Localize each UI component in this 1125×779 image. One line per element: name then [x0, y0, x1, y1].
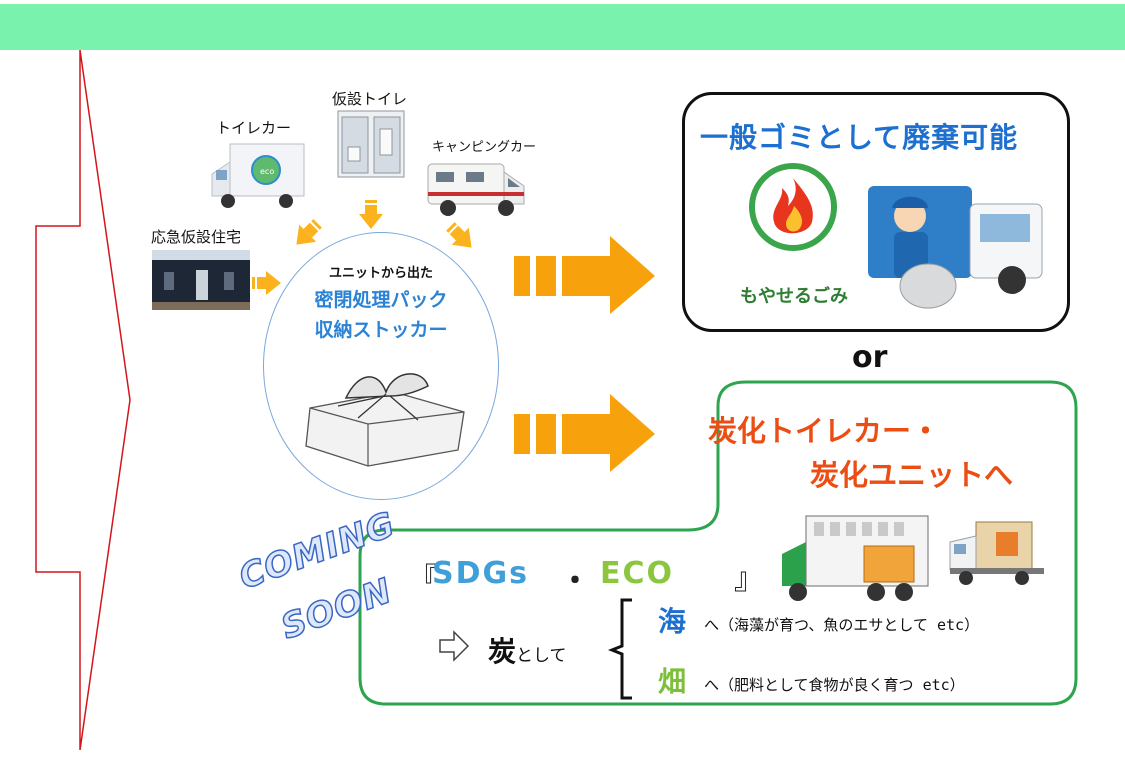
sea-description: へ（海藻が育つ、魚のエサとして etc）: [704, 616, 980, 634]
charcoal-title-line1: 炭化トイレカー・: [708, 414, 941, 448]
eco-badge-text: eco: [260, 167, 274, 176]
flame-icon: [749, 163, 837, 251]
sdgs-dot: ・: [560, 564, 592, 599]
field-description: へ（肥料として食物が良く育つ etc）: [704, 676, 965, 694]
toilet-car-label: トイレカー: [216, 119, 292, 137]
sea-kanji: 海: [658, 605, 687, 638]
big-arrow-to-option1: [514, 236, 655, 314]
burnable-garbage-label: もやせるごみ: [740, 286, 848, 307]
camping-car-label: キャンピングカー: [432, 140, 537, 155]
or-label: or: [852, 340, 888, 375]
arrow-from-temp-toilet: [359, 200, 383, 229]
emergency-housing-label: 応急仮設住宅: [151, 228, 242, 246]
red-process-arrow: [35, 50, 131, 750]
toilet-car-image: eco: [211, 143, 305, 208]
circle-caption: ユニットから出た: [328, 266, 433, 281]
sdgs-close-bracket: 』: [734, 562, 766, 597]
general-garbage-title: 一般ゴミとして廃棄可能: [700, 121, 1019, 154]
arrow-from-camping-car: [446, 222, 472, 248]
emergency-housing-image: [152, 250, 250, 310]
garbage-truck-worker-image: [868, 186, 1043, 309]
charcoal-as-label: 炭として: [488, 630, 567, 670]
curly-brace: [607, 598, 632, 700]
big-arrow-to-option2: [514, 394, 655, 472]
sealed-pack-sketch: [305, 373, 465, 467]
charcoal-title-line2: 炭化ユニットへ: [810, 458, 1014, 492]
arrow-from-emergency-housing: [252, 271, 281, 295]
top-header-bar: [0, 4, 1125, 50]
charcoal-option-frame: [358, 380, 1078, 706]
sdgs-word: SDGs: [432, 556, 529, 591]
arrow-from-toilet-car: [296, 219, 322, 245]
temp-toilet-image: [337, 110, 405, 178]
eco-word: ECO: [600, 556, 675, 591]
circle-title-line1: 密閉処理パック: [314, 289, 448, 311]
right-arrow-outline-icon: [439, 630, 470, 662]
charcoal-suffix: として: [516, 646, 567, 666]
carbonization-unit-truck-image: [949, 521, 1044, 585]
temp-toilet-label: 仮設トイレ: [332, 90, 408, 108]
circle-title-line2: 収納ストッカー: [314, 319, 448, 341]
camping-car-image: [427, 163, 525, 216]
charcoal-kanji: 炭: [488, 635, 517, 668]
sdgs-open-bracket: 『: [408, 562, 440, 597]
field-kanji: 畑: [658, 665, 687, 698]
carbonization-truck-image: [782, 515, 929, 601]
